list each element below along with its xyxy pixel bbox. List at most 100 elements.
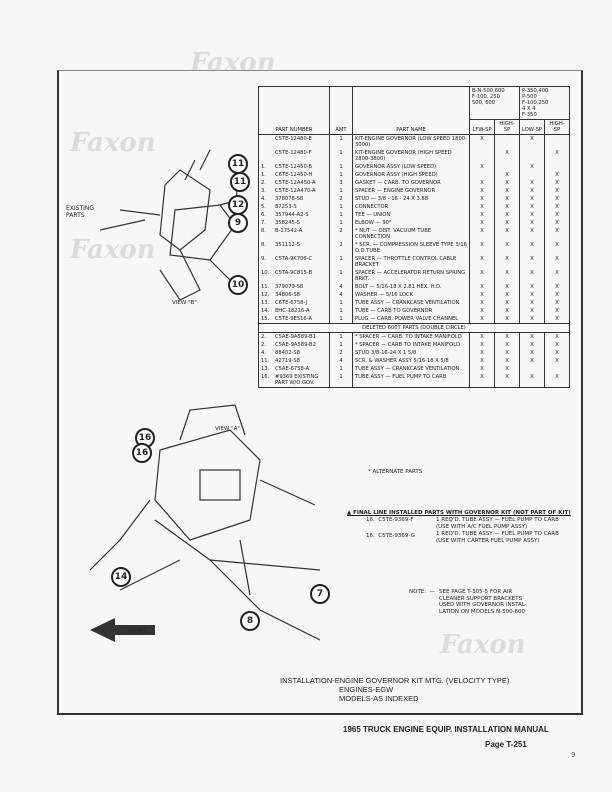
item-number: 2. [258, 332, 273, 341]
amount: 1 [329, 134, 353, 149]
part-name: GOVERNOR ASSY (LOW SPEED) [352, 163, 470, 171]
final-line-part: 16. C5TE-9369-G [366, 533, 415, 539]
part-number: 378078-S8 [273, 195, 330, 203]
amount: 4 [329, 357, 353, 365]
check-mark: X [494, 227, 520, 241]
item-number: 14. [258, 307, 273, 315]
item-number: 4. [258, 349, 273, 357]
check-mark: X [544, 283, 570, 291]
amount: 2 [329, 241, 353, 255]
section-row: DELETED 6007 PARTS (DOUBLE CIRCLE) [258, 323, 570, 333]
part-number: 358245-S [273, 219, 330, 227]
amount: 1 [329, 307, 353, 315]
check-mark: X [544, 203, 570, 211]
check-mark: X [519, 227, 545, 241]
check-mark: X [544, 291, 570, 299]
check-mark [469, 149, 495, 163]
check-mark: X [544, 171, 570, 179]
callout-7: 7 [310, 584, 330, 604]
header-part-number: PART NUMBER [258, 86, 330, 135]
part-number: 357944-A2-S [273, 211, 330, 219]
check-mark: X [469, 341, 495, 349]
header-group-1: B-N-500,600 F-100, 250 500, 600 [469, 86, 520, 120]
part-number: C6TE-6758-J [273, 299, 330, 307]
check-mark: X [519, 283, 545, 291]
part-name: TUBE ASSY — FUEL PUMP TO CARB [352, 373, 470, 388]
amount: 1 [329, 171, 353, 179]
check-mark: X [519, 315, 545, 324]
header-speed-column: LOW-SP [519, 119, 545, 135]
check-mark: X [544, 149, 570, 163]
part-number: 34806-S8 [273, 291, 330, 299]
check-mark: X [494, 373, 520, 388]
callout-16: 16 [132, 443, 152, 463]
header-part-name: PART NAME [352, 86, 470, 135]
item-number: 2. [258, 179, 273, 187]
note-text: SEE PAGE T-305-5 FOR AIR CLEANER SUPPORT… [439, 589, 527, 615]
item-number: 7. [258, 219, 273, 227]
check-mark: X [519, 163, 545, 171]
check-mark [494, 134, 520, 149]
part-number: 379079-S8 [273, 283, 330, 291]
check-mark: X [469, 227, 495, 241]
check-mark: X [469, 179, 495, 187]
check-mark: X [469, 291, 495, 299]
check-mark [494, 163, 520, 171]
check-mark: X [519, 291, 545, 299]
amount: 1 [329, 332, 353, 341]
check-mark: X [469, 332, 495, 341]
check-mark: X [519, 195, 545, 203]
manual-title: 1965 TRUCK ENGINE EQUIP. INSTALLATION MA… [343, 725, 549, 734]
part-name: SPACER — ACCELERATOR RETURN SPRING BRKT. [352, 269, 470, 283]
view-b-label: VIEW "B" [172, 300, 197, 306]
check-mark: X [544, 211, 570, 219]
item-number: 5. [258, 203, 273, 211]
caption-line1: INSTALLATION-ENGINE GOVERNOR KIT MTG. (V… [280, 676, 510, 685]
item-number: 12. [258, 291, 273, 299]
check-mark: X [494, 219, 520, 227]
part-name: TUBE — CARB TO GOVERNOR [352, 307, 470, 315]
part-number: C5TE-12450-B [273, 163, 330, 171]
amount: 1 [329, 269, 353, 283]
check-mark: X [469, 373, 495, 388]
check-mark: X [544, 255, 570, 269]
check-mark: X [494, 332, 520, 341]
check-mark: X [519, 299, 545, 307]
check-mark: X [494, 211, 520, 219]
header-amt: AMT [329, 86, 353, 135]
page-number: Page T-251 [485, 740, 527, 749]
part-name: STUD — 3/8 - 16 - 24 X 3.88 [352, 195, 470, 203]
check-mark: X [544, 227, 570, 241]
check-mark: X [544, 341, 570, 349]
check-mark: X [494, 349, 520, 357]
check-mark: X [494, 241, 520, 255]
check-mark: X [494, 291, 520, 299]
header-speed-column: HIGH-SP [494, 119, 520, 135]
check-mark: X [494, 171, 520, 179]
check-mark: X [494, 187, 520, 195]
check-mark: X [519, 211, 545, 219]
check-mark: X [544, 357, 570, 365]
check-mark: X [519, 269, 545, 283]
part-name: * SCR. — COMPRESSION SLEEVE TYPE 3/16 O.… [352, 241, 470, 255]
check-mark: X [469, 203, 495, 211]
part-number: C5TE-12480-F [273, 149, 330, 163]
check-mark [544, 163, 570, 171]
part-number: C5TA-9K706-C [273, 255, 330, 269]
part-name: ELBOW — 90° [352, 219, 470, 227]
item-number: 4. [258, 195, 273, 203]
check-mark: X [469, 307, 495, 315]
final-line-desc: 1 REQ'D. TUBE ASSY — FUEL PUMP TO CARB (… [436, 517, 559, 530]
sheet-number: 9 [571, 751, 576, 759]
